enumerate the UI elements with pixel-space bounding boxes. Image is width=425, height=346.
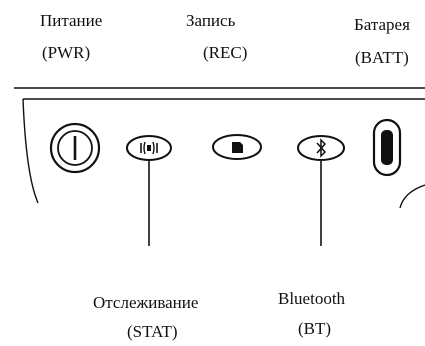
power-code-label: (PWR) (42, 43, 91, 62)
status-label: Отслеживание (93, 293, 199, 312)
status-code-label: (STAT) (127, 322, 178, 341)
record-icon (212, 134, 262, 160)
bluetooth-icon (297, 135, 345, 161)
bluetooth-code-label: (BT) (298, 319, 332, 338)
signal-tracking-icon (126, 135, 172, 161)
bluetooth-label: Bluetooth (278, 289, 346, 308)
panel-left-curve (22, 98, 39, 204)
power-icon (49, 122, 101, 174)
battery-icon (372, 118, 402, 177)
record-code-label: (REC) (203, 43, 248, 62)
record-label: Запись (186, 11, 236, 30)
battery-label: Батарея (354, 15, 410, 34)
battery-code-label: (BATT) (355, 48, 409, 67)
panel-right-curve (399, 184, 425, 209)
power-label: Питание (40, 11, 103, 30)
